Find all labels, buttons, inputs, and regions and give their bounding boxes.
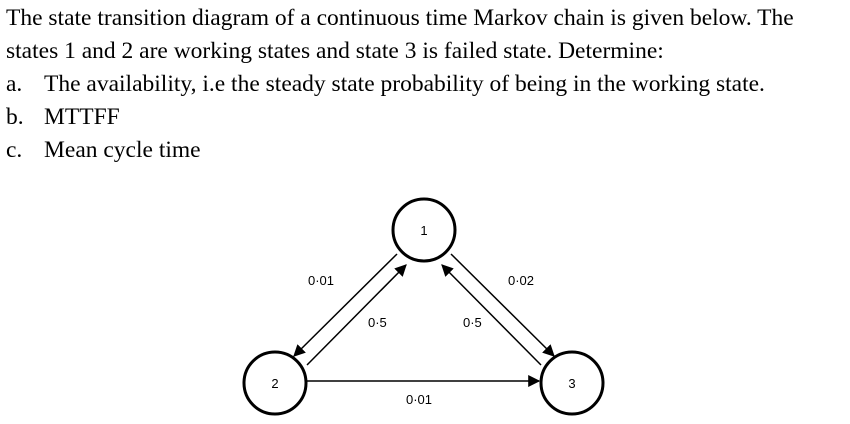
list-item-b: b. MTTFF: [6, 101, 846, 134]
transition-arrow-1-to-2: [293, 253, 398, 357]
transition-arrow-1-to-3: [450, 253, 555, 357]
intro-line-2: states 1 and 2 are working states and st…: [6, 38, 664, 64]
state-label-2: 2: [271, 376, 278, 391]
transition-arrow-2-to-1: [306, 264, 407, 366]
problem-statement: The state transition diagram of a contin…: [6, 2, 846, 167]
rate-label-2-to-1: 0·5: [368, 315, 387, 330]
item-letter: c.: [6, 137, 23, 163]
state-label-3: 3: [568, 376, 575, 391]
state-node-2: 2: [242, 350, 308, 416]
state-label-1: 1: [420, 223, 427, 238]
intro-line-1: The state transition diagram of a contin…: [6, 5, 794, 31]
item-text: MTTFF: [44, 104, 120, 130]
rate-label-3-to-1: 0·5: [463, 315, 482, 330]
item-text: Mean cycle time: [44, 137, 201, 163]
rate-label-1-to-3: 0·02: [508, 273, 534, 288]
list-item-a: a. The availability, i.e the steady stat…: [6, 68, 846, 101]
rate-label-2-to-3: 0·01: [406, 392, 432, 407]
item-letter: b.: [6, 104, 24, 130]
transition-arrow-3-to-1: [441, 264, 542, 366]
item-text: The availability, i.e the steady state p…: [44, 71, 765, 97]
state-node-1: 1: [391, 197, 457, 263]
item-letter: a.: [6, 71, 23, 97]
rate-label-1-to-2: 0·01: [308, 273, 334, 288]
state-node-3: 3: [539, 350, 605, 416]
list-item-c: c. Mean cycle time: [6, 134, 846, 167]
